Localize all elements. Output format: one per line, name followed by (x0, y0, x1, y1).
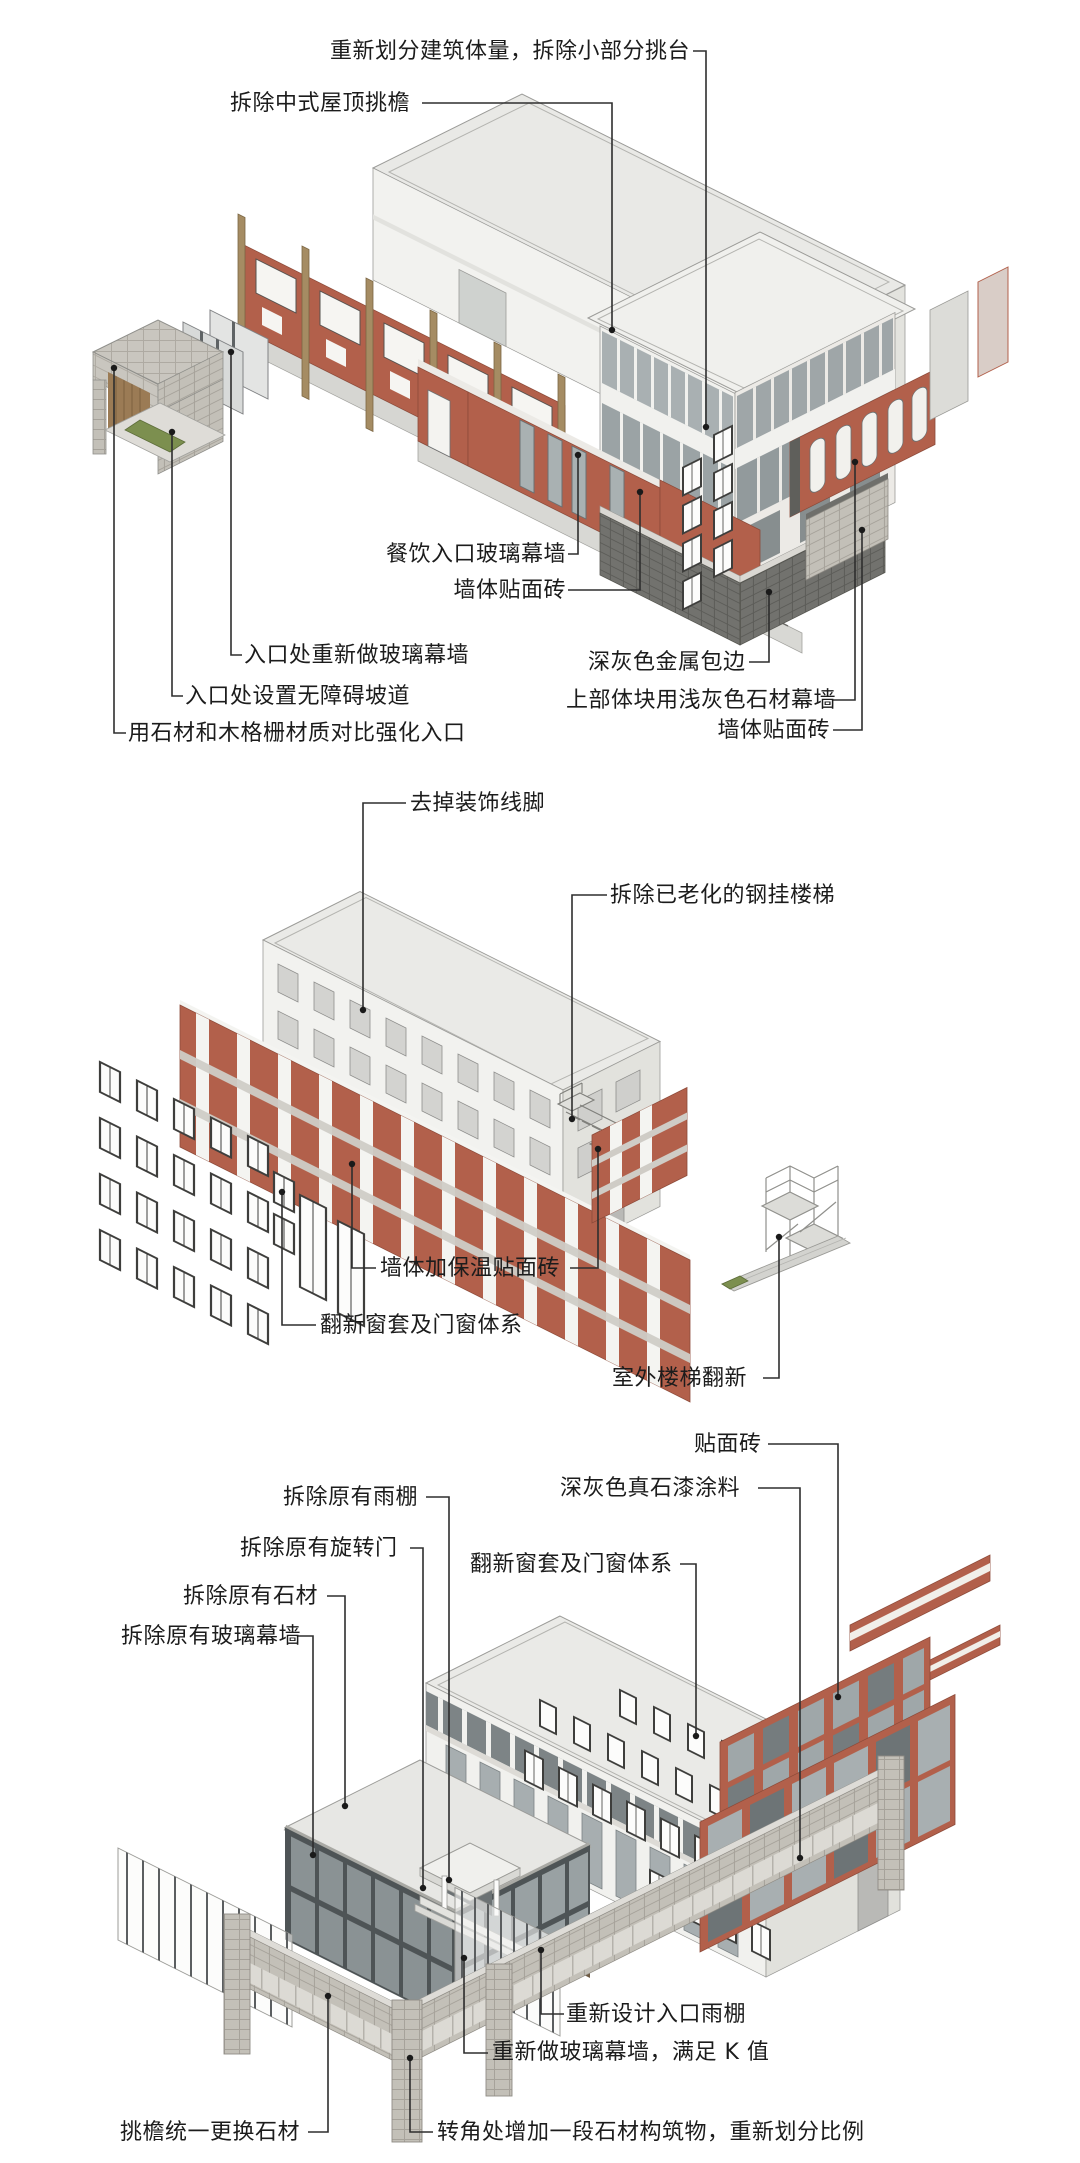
label-remove-moldings: 去掉装饰线脚 (410, 791, 546, 816)
label-wall-face-brick-left: 墙体贴面砖 (453, 578, 566, 603)
label-new-entrance-canopy: 重新设计入口雨棚 (566, 2002, 747, 2027)
s1-stone-entry-box (91, 319, 226, 475)
s2-red-panel-right (591, 1086, 688, 1224)
label-face-brick: 贴面砖 (694, 1432, 762, 1457)
label-stone-wood-contrast: 用石材和木格栅材质对比强化入口 (128, 721, 466, 746)
label-corner-stone-structure: 转角处增加一段石材构筑物，重新划分比例 (437, 2120, 865, 2145)
s1-far-right-panels (929, 266, 1009, 421)
s2-walkway-ramp (720, 1235, 852, 1292)
s1-red-arch-wall (789, 368, 936, 518)
label-remassing: 重新划分建筑体量，拆除小部分挑台 (329, 39, 690, 64)
label-stone-paint: 深灰色真石漆涂料 (560, 1476, 741, 1501)
label-new-curtain-wall-k: 重新做玻璃幕墙，满足 K 值 (492, 2040, 770, 2065)
s3-stone-corner-wall (223, 1755, 905, 2143)
label-cornice-stone: 挑檐统一更换石材 (120, 2120, 301, 2145)
label-entrance-new-glazing: 入口处重新做玻璃幕墙 (244, 643, 470, 668)
label-metal-edging: 深灰色金属包边 (588, 650, 746, 675)
label-outdoor-stair-renewal: 室外楼梯翻新 (612, 1366, 748, 1391)
leader-dots (110, 326, 866, 2062)
label-remove-revolving-door: 拆除原有旋转门 (240, 1536, 398, 1561)
s2-red-facade-panel (179, 999, 691, 1403)
label-remove-stone: 拆除原有石材 (183, 1584, 319, 1609)
label-remove-curtain-wall: 拆除原有玻璃幕墙 (121, 1624, 302, 1649)
s1-gray-stone-wall (805, 473, 889, 581)
s2-window-frames-grid (98, 424, 734, 1346)
label-wall-face-brick-right: 墙体贴面砖 (717, 718, 830, 743)
label-dining-entrance-glazing: 餐饮入口玻璃幕墙 (385, 542, 566, 567)
leader-lines (113, 50, 863, 2133)
label-accessible-ramp: 入口处设置无障碍坡道 (185, 684, 411, 709)
label-roof-eave-demolition: 拆除中式屋顶挑檐 (230, 91, 411, 116)
label-window-system-renewal-3: 翻新窗套及门窗体系 (470, 1552, 673, 1577)
label-remove-aged-stair: 拆除已老化的钢挂楼梯 (610, 883, 836, 908)
label-remove-canopy: 拆除原有雨棚 (283, 1485, 419, 1510)
label-insulated-brick-veneer: 墙体加保温贴面砖 (380, 1256, 561, 1281)
label-upper-stone-curtainwall: 上部体块用浅灰色石材幕墙 (566, 688, 837, 713)
label-window-system-renewal-2: 翻新窗套及门窗体系 (320, 1313, 523, 1338)
